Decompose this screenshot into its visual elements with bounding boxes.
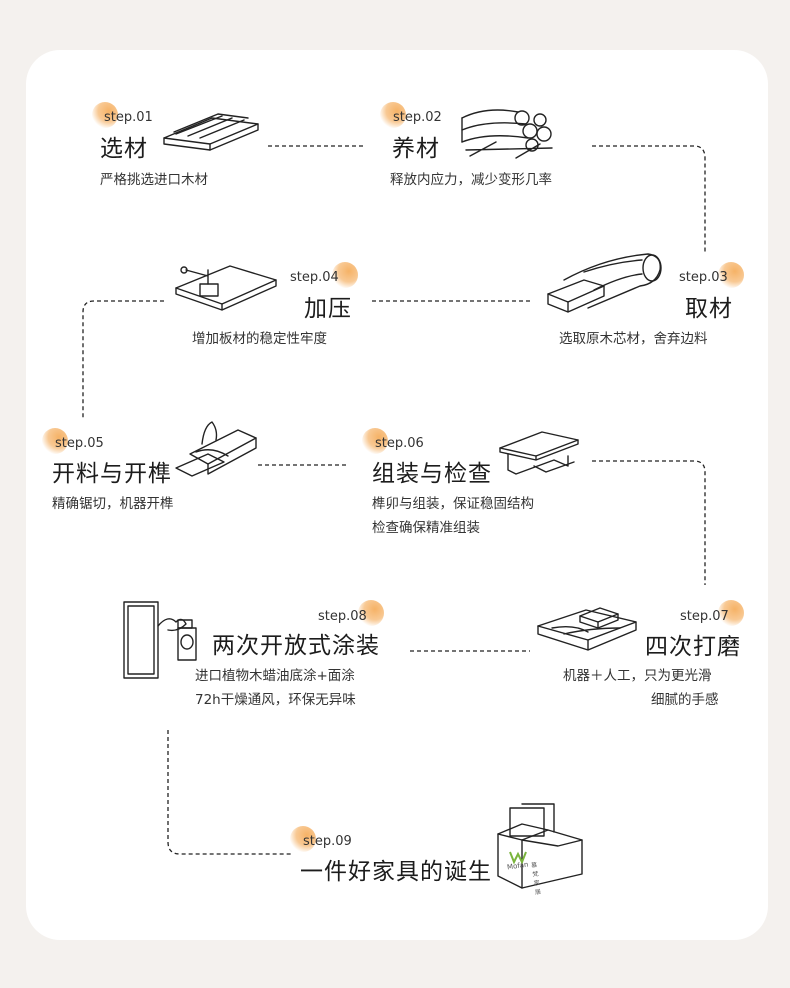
step-badge: step.01 — [104, 110, 153, 125]
step-title: 选材 — [100, 136, 148, 162]
step-badge: step.09 — [303, 834, 352, 849]
step-title: 养材 — [392, 136, 440, 162]
step-dot — [358, 600, 384, 626]
step-dot — [92, 102, 118, 128]
process-card — [26, 50, 768, 940]
step-title: 一件好家具的诞生 — [300, 859, 492, 885]
step-badge: step.02 — [393, 110, 442, 125]
step-title: 开料与开榫 — [52, 461, 172, 487]
step-dot — [718, 262, 744, 288]
step-desc-2: 细腻的手感 — [651, 692, 719, 708]
step-desc: 选取原木芯材，舍弃边料 — [559, 331, 708, 347]
step-title: 四次打磨 — [645, 634, 741, 660]
step-dot — [718, 600, 744, 626]
step-badge: step.06 — [375, 436, 424, 451]
step-badge: step.03 — [679, 270, 728, 285]
spray-paint-icon — [123, 601, 197, 679]
wood-boards-icon — [163, 113, 259, 151]
step-desc: 严格挑选进口木材 — [100, 172, 208, 188]
step-dot — [42, 428, 68, 454]
step-desc: 增加板材的稳定性牢度 — [192, 331, 327, 347]
step-desc-2: 检查确保精准组装 — [372, 520, 480, 536]
step-title: 加压 — [304, 296, 352, 322]
sanding-block-icon — [537, 607, 637, 651]
step-badge: step.04 — [290, 270, 339, 285]
press-board-icon — [175, 265, 277, 311]
product-box-icon — [497, 803, 583, 889]
assembled-table-icon — [499, 431, 579, 475]
log-pile-icon — [461, 109, 553, 159]
step-title: 两次开放式涂装 — [212, 633, 380, 659]
step-dot — [380, 102, 406, 128]
step-dot — [362, 428, 388, 454]
saw-cutting-icon — [175, 421, 257, 477]
step-desc: 精确锯切，机器开榫 — [52, 496, 174, 512]
step-dot — [290, 826, 316, 852]
step-title: 取材 — [685, 296, 733, 322]
step-badge: step.08 — [318, 609, 367, 624]
step-desc: 机器＋人工，只为更光滑 — [563, 668, 712, 684]
step-title: 组装与检查 — [372, 461, 492, 487]
step-dot — [332, 262, 358, 288]
step-badge: step.07 — [680, 609, 729, 624]
step-desc: 榫卯与组装，保证稳固结构 — [372, 496, 534, 512]
step-desc-2: 72h干燥通风，环保无异味 — [195, 692, 356, 708]
step-badge: step.05 — [55, 436, 104, 451]
step-desc: 进口植物木蜡油底涂+面涂 — [195, 668, 355, 684]
log-cut-icon — [547, 253, 662, 313]
step-desc: 释放内应力，减少变形几率 — [390, 172, 552, 188]
